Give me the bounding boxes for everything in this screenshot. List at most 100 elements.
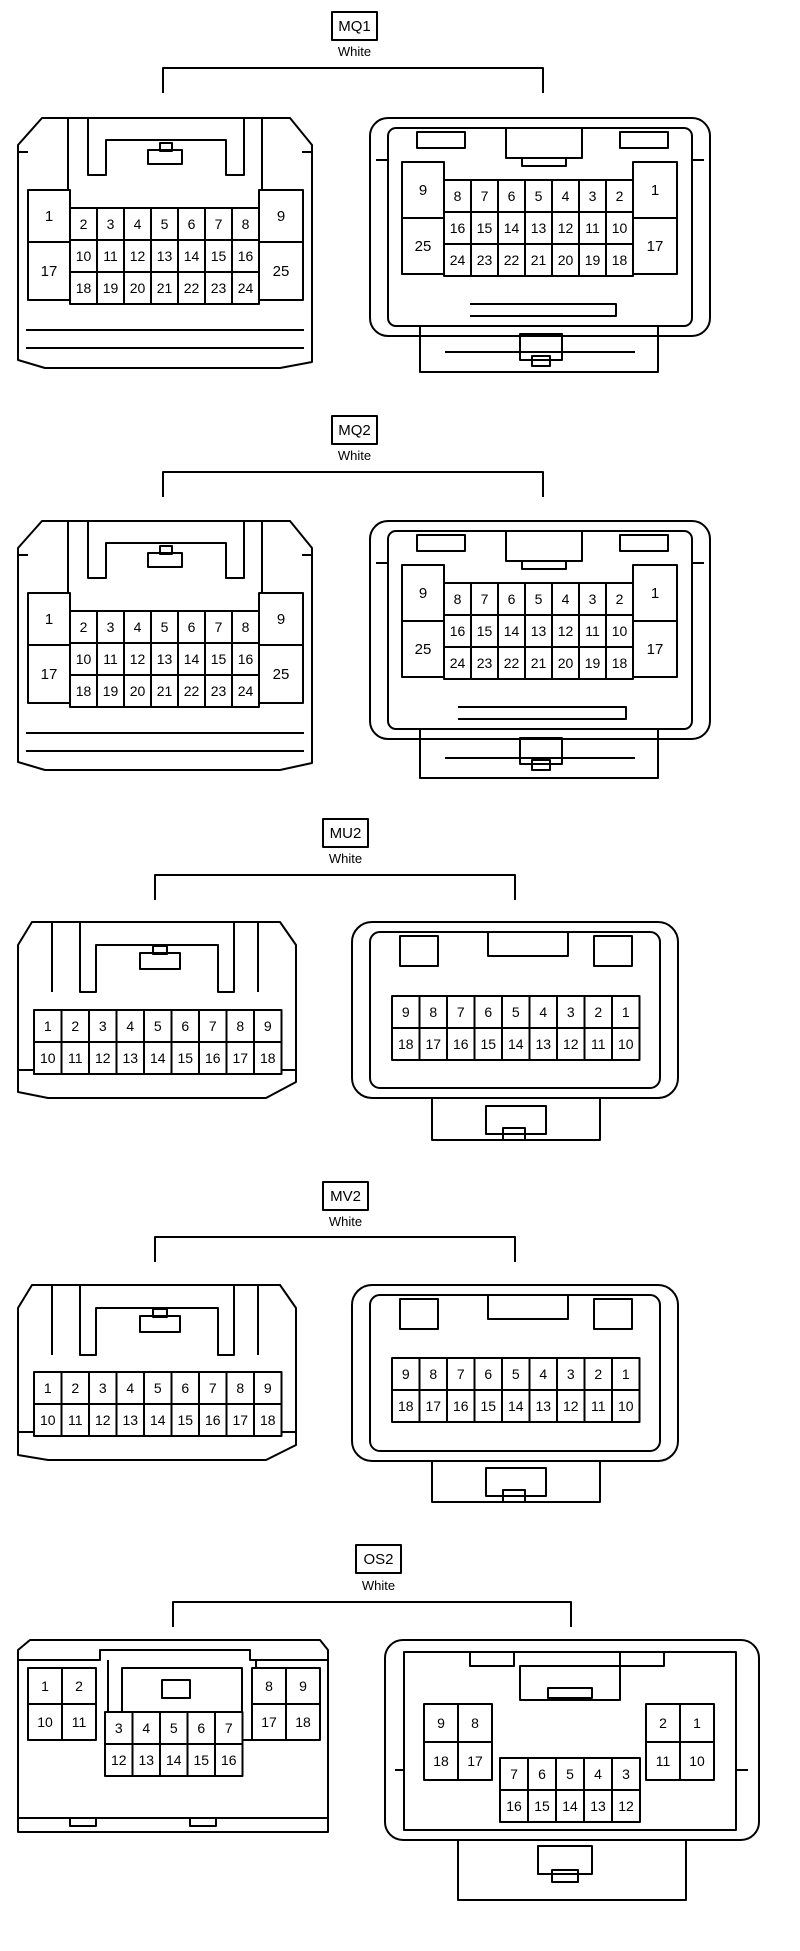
pin-cell: [96, 239, 125, 273]
pin-big-cell: [632, 620, 678, 678]
pin: 10: [40, 1412, 56, 1428]
header-mq1: MQ1 White: [162, 11, 544, 93]
pin: 18: [260, 1050, 276, 1066]
pin: 19: [585, 655, 601, 671]
pin: 24: [450, 655, 466, 671]
pin-cell: [231, 642, 260, 676]
pin: 7: [215, 216, 223, 232]
pin: 10: [612, 623, 628, 639]
pin-cell: [423, 1741, 459, 1781]
pin: 1: [44, 1380, 52, 1396]
pin: 3: [99, 1380, 107, 1396]
pin-big-cell: [401, 620, 445, 678]
pin: 19: [585, 252, 601, 268]
header-mv2: MV2 White: [154, 1181, 516, 1262]
connector-id-mv2: MV2: [330, 1188, 361, 1205]
connector-color-mq2: White: [338, 448, 371, 463]
pin-cell: [69, 271, 98, 305]
pin: 4: [134, 216, 142, 232]
pin: 22: [184, 683, 200, 699]
pin-cell: [679, 1741, 715, 1781]
pin: 14: [150, 1050, 166, 1066]
pin-cell: [177, 610, 206, 644]
pin: 5: [512, 1004, 520, 1020]
pin: 16: [205, 1050, 221, 1066]
pin-big: 17: [41, 666, 58, 683]
pin: 3: [589, 188, 597, 204]
pin: 14: [508, 1036, 524, 1052]
pin-cell: [69, 207, 98, 241]
pin: 9: [264, 1018, 272, 1034]
pin-cell: [198, 1009, 228, 1043]
pin-cell: [551, 582, 580, 616]
pin-cell: [150, 271, 179, 305]
connector-color-mq1: White: [338, 44, 371, 59]
pin-cell: [499, 1789, 529, 1823]
pin-cell: [177, 239, 206, 273]
pin: 19: [103, 683, 119, 699]
pin-cell: [69, 610, 98, 644]
pin: 17: [232, 1412, 248, 1428]
pin: 7: [215, 619, 223, 635]
pin: 14: [504, 220, 520, 236]
pin-cell: [115, 1403, 145, 1437]
pin-cell: [501, 995, 531, 1029]
pin: 14: [508, 1398, 524, 1414]
pin: 17: [425, 1398, 441, 1414]
pin: 10: [689, 1753, 705, 1769]
pin: 20: [130, 683, 146, 699]
connector-color-os2: White: [362, 1578, 395, 1593]
pin-big: 9: [419, 182, 427, 199]
pin-cell: [231, 271, 260, 305]
pin: 1: [693, 1715, 701, 1731]
pin-big-cell: [27, 189, 71, 243]
pin: 3: [115, 1720, 123, 1736]
pin: 16: [453, 1398, 469, 1414]
pin-big-cell: [632, 161, 678, 219]
pin-cell: [524, 243, 553, 277]
pin-cell: [115, 1009, 145, 1043]
pin: 12: [95, 1412, 111, 1428]
pin: 5: [535, 591, 543, 607]
pin: 18: [76, 280, 92, 296]
pin: 21: [531, 655, 547, 671]
pin: 6: [188, 619, 196, 635]
pin: 15: [534, 1798, 550, 1814]
pin-cell: [443, 646, 472, 680]
pin: 16: [238, 651, 254, 667]
pin-cell: [583, 1389, 613, 1423]
pin-big-cell: [258, 644, 304, 704]
pin: 7: [481, 188, 489, 204]
pin: 9: [437, 1715, 445, 1731]
pin: 11: [591, 1036, 606, 1052]
pin: 3: [567, 1004, 575, 1020]
pin: 2: [616, 188, 624, 204]
pin: 1: [44, 1018, 52, 1034]
pin: 21: [157, 280, 173, 296]
pin-cell: [578, 614, 607, 648]
pin: 22: [504, 252, 520, 268]
pin: 9: [299, 1678, 307, 1694]
pin: 11: [103, 248, 118, 264]
pin: 15: [477, 220, 493, 236]
pin-cell: [583, 1789, 613, 1823]
pin: 18: [76, 683, 92, 699]
pin: 9: [264, 1380, 272, 1396]
pin: 13: [535, 1036, 551, 1052]
pin: 16: [205, 1412, 221, 1428]
pin-cell: [60, 1403, 90, 1437]
pin: 21: [531, 252, 547, 268]
pin-cell: [611, 1027, 641, 1061]
pin: 11: [585, 623, 600, 639]
connector-id-mu2: MU2: [330, 825, 362, 842]
pin: 12: [563, 1398, 579, 1414]
pin: 13: [122, 1050, 138, 1066]
pin: 23: [211, 280, 227, 296]
pin: 10: [612, 220, 628, 236]
pin: 1: [622, 1004, 630, 1020]
